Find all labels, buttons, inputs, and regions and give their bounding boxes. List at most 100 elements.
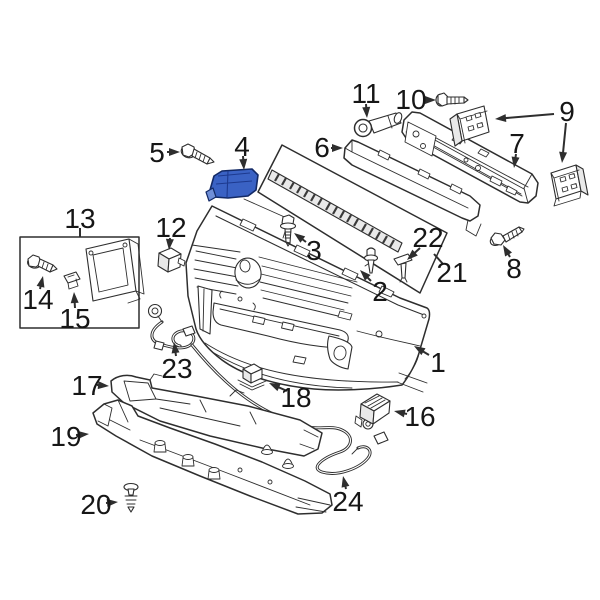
callout-label-19[interactable]: 19 xyxy=(50,421,81,452)
callout-arrowhead-icon xyxy=(169,148,180,156)
callout-arrowhead-icon xyxy=(106,498,118,507)
callout-arrowhead-icon xyxy=(36,276,45,288)
callout-arrowhead-icon xyxy=(414,346,426,356)
callout-arrowhead-icon xyxy=(171,342,180,354)
callout-8[interactable]: 8 xyxy=(503,245,522,284)
part-14-bolt-drawing[interactable] xyxy=(26,254,58,273)
callout-17[interactable]: 17 xyxy=(71,370,109,401)
part-10-bolt-drawing[interactable] xyxy=(435,92,469,107)
callout-arrowhead-icon xyxy=(362,106,371,118)
callout-arrowhead-icon xyxy=(239,158,248,170)
part-22-clip-drawing[interactable] xyxy=(393,253,413,283)
callout-label-8[interactable]: 8 xyxy=(506,253,522,284)
callout-20[interactable]: 20 xyxy=(80,489,118,520)
callout-label-24[interactable]: 24 xyxy=(332,486,363,517)
part-11-tow-hook-drawing[interactable] xyxy=(353,112,404,138)
part-13-license-bracket-kit-drawing[interactable] xyxy=(19,236,145,329)
callout-arrowhead-icon xyxy=(425,96,436,104)
callout-arrowhead-icon xyxy=(269,383,281,392)
callout-label-16[interactable]: 16 xyxy=(404,401,435,432)
callout-4[interactable]: 4 xyxy=(234,131,250,170)
callout-label-14[interactable]: 14 xyxy=(22,284,53,315)
part-18-clip-drawing[interactable] xyxy=(237,363,267,391)
callout-label-22[interactable]: 22 xyxy=(412,222,443,253)
part-9-bracket-left-drawing[interactable] xyxy=(449,105,490,147)
callout-label-10[interactable]: 10 xyxy=(395,84,426,115)
callout-9[interactable]: 9 xyxy=(495,96,575,163)
callout-11[interactable]: 11 xyxy=(351,78,381,118)
part-8-bolt-drawing[interactable] xyxy=(489,226,525,247)
callout-label-6[interactable]: 6 xyxy=(314,132,330,163)
callout-label-23[interactable]: 23 xyxy=(161,353,192,384)
callout-label-18[interactable]: 18 xyxy=(280,382,311,413)
part-3-bolt-drawing[interactable] xyxy=(279,214,297,247)
part-4-selected-bracket-drawing[interactable] xyxy=(205,168,259,202)
callout-21[interactable]: 21 xyxy=(433,253,468,288)
part-7-reinforcement-beam-drawing[interactable] xyxy=(401,111,539,204)
callout-label-13[interactable]: 13 xyxy=(64,203,95,234)
part-17-upper-shield-drawing[interactable] xyxy=(110,373,323,469)
part-19-lower-shield-drawing[interactable] xyxy=(92,399,333,515)
callout-23[interactable]: 23 xyxy=(161,342,193,384)
callout-6[interactable]: 6 xyxy=(314,132,343,163)
callout-arrowhead-icon xyxy=(341,476,350,488)
callout-16[interactable]: 16 xyxy=(394,401,436,432)
callout-2[interactable]: 2 xyxy=(360,270,388,307)
callout-label-11[interactable]: 11 xyxy=(351,78,380,109)
callout-arrowhead-icon xyxy=(511,156,520,168)
callout-label-21[interactable]: 21 xyxy=(436,257,467,288)
shield-stud-icons xyxy=(153,440,221,480)
emblem-icon xyxy=(234,257,262,289)
callout-label-5[interactable]: 5 xyxy=(149,137,165,168)
callout-arrowhead-icon xyxy=(559,151,568,163)
callout-1[interactable]: 1 xyxy=(414,346,446,378)
part-16-sensor-bracket-drawing[interactable] xyxy=(354,393,391,428)
callout-12[interactable]: 12 xyxy=(155,212,187,250)
callout-arrowhead-icon xyxy=(70,292,79,304)
callout-label-1[interactable]: 1 xyxy=(430,347,446,378)
part-15-clip-drawing[interactable] xyxy=(63,271,81,290)
callout-arrowhead-icon xyxy=(165,238,174,250)
callout-arrowhead-icon xyxy=(77,430,89,439)
part-6-energy-absorber-drawing[interactable] xyxy=(343,139,482,237)
callout-leader-line xyxy=(501,113,555,120)
callout-arrowhead-icon xyxy=(394,409,406,418)
callout-24[interactable]: 24 xyxy=(332,476,364,517)
part-9-bracket-right-drawing[interactable] xyxy=(550,164,589,207)
callout-label-12[interactable]: 12 xyxy=(155,212,186,243)
callout-label-17[interactable]: 17 xyxy=(71,370,102,401)
callout-label-9[interactable]: 9 xyxy=(559,96,575,127)
callout-arrowhead-icon xyxy=(332,144,343,152)
callout-arrowhead-icon xyxy=(97,381,109,390)
callout-leader-line xyxy=(561,122,567,157)
callout-18[interactable]: 18 xyxy=(269,382,312,413)
part-12-retainer-drawing[interactable] xyxy=(157,247,186,273)
callout-22[interactable]: 22 xyxy=(407,222,444,260)
part-20-push-clip-drawing[interactable] xyxy=(123,482,139,513)
part-1-bumper-cover-drawing[interactable] xyxy=(185,198,431,393)
callout-arrowhead-icon xyxy=(407,249,418,260)
callout-label-7[interactable]: 7 xyxy=(509,128,525,159)
callout-leader-line xyxy=(433,253,444,265)
callout-13[interactable]: 13 xyxy=(64,203,96,237)
part-5-screw-drawing[interactable] xyxy=(179,143,215,165)
callout-label-2[interactable]: 2 xyxy=(372,276,388,307)
callout-7[interactable]: 7 xyxy=(509,128,525,168)
callout-arrowhead-icon xyxy=(360,270,371,281)
callout-14[interactable]: 14 xyxy=(22,276,54,315)
callout-5[interactable]: 5 xyxy=(149,137,180,168)
callout-15[interactable]: 15 xyxy=(59,292,91,334)
callout-10[interactable]: 10 xyxy=(395,84,436,115)
part-2-clip-drawing[interactable] xyxy=(363,247,379,274)
callout-3[interactable]: 3 xyxy=(294,233,322,266)
callout-arrowhead-icon xyxy=(495,114,507,123)
callout-19[interactable]: 19 xyxy=(50,421,89,452)
callout-label-4[interactable]: 4 xyxy=(234,131,250,162)
callout-label-20[interactable]: 20 xyxy=(80,489,111,520)
callout-label-3[interactable]: 3 xyxy=(306,235,322,266)
callout-label-15[interactable]: 15 xyxy=(59,303,90,334)
part-23-harness-drawing[interactable] xyxy=(147,303,302,426)
